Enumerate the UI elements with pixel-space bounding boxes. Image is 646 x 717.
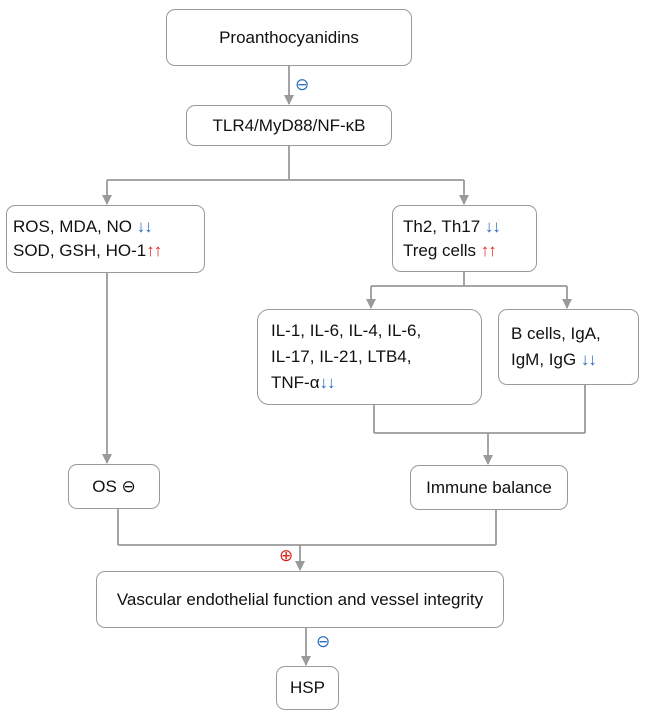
oxidative-line1: ROS, MDA, NO: [13, 217, 133, 236]
node-t-cells: Th2, Th17 ↓↓ Treg cells ↑↑: [392, 205, 537, 272]
node-hsp: HSP: [276, 666, 339, 710]
down-arrows-icon: ↓↓: [580, 350, 597, 369]
down-arrows-icon: ↓↓: [319, 373, 336, 392]
inhibit-symbol-icon: ⊖: [295, 75, 310, 94]
node-tlr4-label: TLR4/MyD88/NF-κB: [212, 115, 366, 135]
minus-circle-icon: ⊖: [121, 476, 136, 496]
node-hsp-label: HSP: [290, 678, 325, 697]
node-tlr4: TLR4/MyD88/NF-κB: [186, 105, 392, 146]
tcells-line2: Treg cells: [403, 240, 477, 260]
node-vascular-label: Vascular endothelial function and vessel…: [116, 589, 484, 609]
up-arrows-icon: ↑↑: [146, 241, 162, 260]
oxidative-line2: SOD, GSH, HO-1: [13, 241, 147, 260]
node-cytokines: IL-1, IL-6, IL-4, IL-6, IL-17, IL-21, LT…: [257, 309, 482, 405]
node-immune-balance: Immune balance: [410, 465, 568, 510]
node-os-label: OS: [92, 476, 117, 496]
node-b-cells: B cells, IgA, IgM, IgG ↓↓: [498, 309, 639, 385]
node-vascular: Vascular endothelial function and vessel…: [96, 571, 504, 628]
node-os: OS ⊖: [68, 464, 160, 509]
bcells-line1: B cells, IgA,: [511, 324, 601, 343]
node-proanthocyanidins-label: Proanthocyanidins: [219, 27, 359, 47]
node-immune-balance-label: Immune balance: [426, 477, 552, 497]
promote-symbol-icon: ⊕: [279, 546, 294, 565]
down-arrows-icon: ↓↓: [484, 216, 501, 236]
inhibit-symbol-icon: ⊖: [316, 632, 331, 651]
cytokines-line3: TNF-α: [271, 373, 320, 392]
cytokines-line1: IL-1, IL-6, IL-4, IL-6,: [271, 321, 422, 340]
tcells-line1: Th2, Th17: [403, 216, 481, 236]
node-proanthocyanidins: Proanthocyanidins: [166, 9, 412, 66]
node-oxidative-markers: ROS, MDA, NO ↓↓ SOD, GSH, HO-1↑↑: [6, 205, 205, 273]
down-arrows-icon: ↓↓: [136, 217, 153, 236]
up-arrows-icon: ↑↑: [480, 240, 497, 260]
cytokines-line2: IL-17, IL-21, LTB4,: [271, 347, 412, 366]
bcells-line2: IgM, IgG: [511, 350, 577, 369]
